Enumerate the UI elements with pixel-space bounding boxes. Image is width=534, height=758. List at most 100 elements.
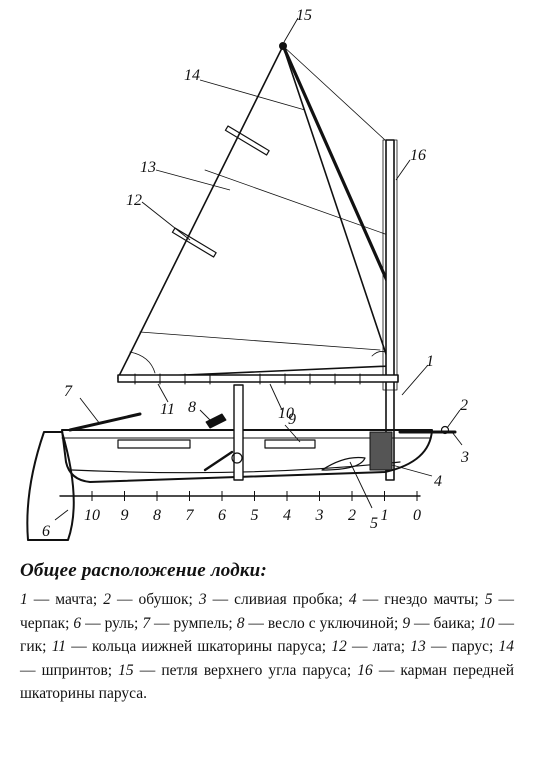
boom-rings bbox=[134, 373, 361, 385]
scale-tick-label: 3 bbox=[315, 507, 324, 524]
legend-item-text: — баика; bbox=[410, 614, 480, 632]
callout-6: 6 bbox=[42, 523, 50, 540]
oarlock bbox=[231, 452, 243, 464]
legend-item-number: 2 bbox=[103, 591, 111, 608]
legend-item-number: 11 bbox=[51, 638, 67, 655]
legend-item-number: 1 bbox=[20, 591, 28, 608]
legend-item: 5 — черпак; bbox=[20, 591, 514, 632]
legend-item-text: — гнездо мачты; bbox=[356, 591, 485, 608]
rudder bbox=[26, 431, 75, 541]
legend-item-number: 16 bbox=[357, 661, 373, 679]
legend-item-number: 6 bbox=[73, 614, 82, 632]
legend-item-text: — гик; bbox=[20, 614, 515, 656]
legend-item-text: — мачта; bbox=[27, 591, 104, 608]
legend-item: 14 — шпринтов; bbox=[20, 638, 514, 679]
sprit bbox=[282, 46, 394, 294]
legend-item-text: — петля верхнего угла паруса; bbox=[133, 661, 358, 679]
caption: Общее расположение лодки: 1 — мачта; 2 —… bbox=[20, 560, 514, 706]
legend-item: 13 — парус; bbox=[410, 638, 498, 655]
drain-plug bbox=[440, 425, 450, 435]
legend-item: 16 — карман передней шкаторины паруса. bbox=[20, 662, 514, 703]
legend-item: 10 — гик; bbox=[20, 615, 514, 656]
scale-tick-label: 10 bbox=[84, 507, 100, 524]
callout-13: 13 bbox=[140, 159, 156, 176]
scale-tick-label: 7 bbox=[186, 507, 195, 524]
legend-item-text: — черпак; bbox=[20, 591, 515, 632]
scale-tick-label: 5 bbox=[251, 507, 259, 524]
callout-8: 8 bbox=[188, 399, 196, 416]
thwart bbox=[264, 439, 316, 449]
legend-item-text: — лата; bbox=[346, 638, 411, 655]
bailer bbox=[321, 456, 366, 471]
callout-9: 9 bbox=[288, 411, 296, 428]
boom bbox=[117, 374, 399, 383]
callout-10: 10 bbox=[278, 405, 294, 422]
callout-leaders bbox=[54, 17, 463, 521]
luff-pocket bbox=[382, 139, 398, 391]
legend-item-text: — румпель; bbox=[150, 614, 237, 632]
legend-item-text: — карман передней шкаторины паруса. bbox=[20, 661, 514, 703]
legend-item-text: — руль; bbox=[81, 614, 143, 632]
oar-post bbox=[233, 384, 244, 481]
scale-ticks bbox=[91, 491, 418, 501]
tack-corner-arc bbox=[129, 351, 156, 374]
legend-item-number: 3 bbox=[198, 591, 207, 608]
legend-item: 11 — кольца иижней шкаторины паруса; bbox=[52, 638, 332, 655]
callout-1: 1 bbox=[426, 353, 434, 370]
mast-step bbox=[369, 431, 393, 471]
legend-item: 4 — гнездо мачты; bbox=[349, 591, 485, 608]
legend-item-number: 15 bbox=[118, 661, 134, 679]
scale-tick-label: 9 bbox=[121, 507, 129, 524]
legend-item-text: — сливиая пробка; bbox=[206, 591, 349, 608]
callout-2: 2 bbox=[460, 397, 468, 414]
legend-item: 1 — мачта; bbox=[20, 591, 103, 608]
callout-14: 14 bbox=[184, 67, 200, 84]
legend-item-number: 8 bbox=[236, 614, 245, 632]
legend-item-number: 14 bbox=[498, 638, 515, 655]
scale-tick-label: 6 bbox=[218, 507, 226, 524]
callout-3: 3 bbox=[460, 449, 469, 466]
legend-item: 8 — весло с уключиной; bbox=[237, 615, 403, 632]
legend-item-number: 9 bbox=[402, 614, 411, 632]
batten bbox=[224, 125, 270, 156]
callout-16: 16 bbox=[410, 147, 426, 164]
callout-11: 11 bbox=[160, 401, 175, 418]
scale-tick-label: 1 bbox=[381, 507, 389, 524]
scale-tick-label: 4 bbox=[283, 507, 291, 524]
oar bbox=[203, 450, 234, 472]
legend-item: 3 — сливиая пробка; bbox=[199, 591, 349, 608]
scale-tick-label: 2 bbox=[348, 507, 356, 524]
legend-item: 15 — петля верхнего угла паруса; bbox=[118, 662, 357, 679]
batten bbox=[171, 227, 217, 258]
legend-item-number: 7 bbox=[142, 614, 151, 632]
sail-seam bbox=[139, 331, 381, 351]
callout-7: 7 bbox=[64, 383, 73, 400]
legend-item: 12 — лата; bbox=[331, 638, 410, 655]
hull bbox=[61, 429, 433, 483]
legend-item: 2 — обушок; bbox=[103, 591, 199, 608]
legend-item-text: — обушок; bbox=[110, 591, 199, 608]
callout-labels: 1 2 3 4 5 6 7 8 9 10 11 12 13 14 15 16 bbox=[42, 7, 469, 540]
legend-item-number: 13 bbox=[410, 638, 426, 655]
legend-item-number: 10 bbox=[479, 614, 495, 632]
legend-item-text: — весло с уключиной; bbox=[244, 614, 403, 632]
legend-item-text: — парус; bbox=[425, 638, 499, 655]
legend-item-number: 4 bbox=[348, 591, 357, 608]
legend-item-number: 5 bbox=[484, 591, 493, 608]
legend-item-number: 12 bbox=[331, 638, 347, 655]
caption-title: Общее расположение лодки: bbox=[20, 560, 267, 581]
legend-item-text: — шпринтов; bbox=[20, 661, 119, 679]
sail-seam bbox=[282, 45, 386, 141]
callout-4: 4 bbox=[434, 473, 442, 490]
tiller bbox=[68, 412, 142, 432]
sail bbox=[117, 45, 391, 379]
legend-item: 9 — баика; bbox=[402, 615, 479, 632]
head-loop bbox=[279, 42, 287, 50]
boat-general-arrangement-diagram: 1 2 3 4 5 6 7 8 9 10 11 12 13 14 15 16 1… bbox=[26, 7, 469, 541]
callout-5: 5 bbox=[370, 515, 378, 532]
scale-tick-label: 8 bbox=[153, 507, 161, 524]
caption-legend: 1 — мачта; 2 — обушок; 3 — сливиая пробк… bbox=[20, 588, 514, 706]
sail-seam bbox=[204, 169, 389, 236]
legend-item: 6 — руль; bbox=[73, 615, 142, 632]
